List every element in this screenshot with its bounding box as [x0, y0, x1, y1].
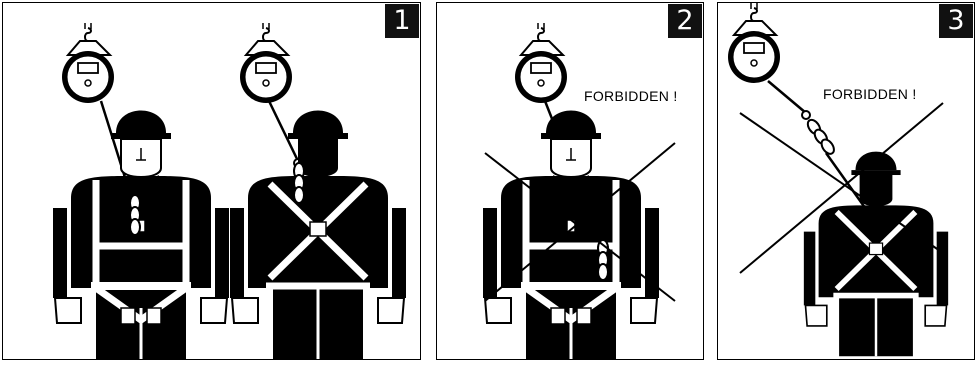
self-retracting-lifeline-icon: [62, 23, 114, 103]
panel-number: 3: [939, 4, 973, 38]
forbidden-warning: FORBIDDEN !: [823, 86, 917, 102]
panel-1-illustration: [3, 3, 421, 360]
panel-number: 2: [668, 4, 702, 38]
self-retracting-lifeline-icon: [515, 23, 567, 103]
panel-2: 2 FORBIDDEN !: [436, 2, 704, 360]
worker-harness-back-icon: [804, 152, 948, 357]
panel-2-illustration: [437, 3, 704, 360]
self-retracting-lifeline-icon: [240, 23, 292, 103]
panel-1: 1: [2, 2, 421, 360]
worker-harness-front-icon: [53, 111, 229, 361]
forbidden-warning: FORBIDDEN !: [584, 88, 678, 104]
panel-3-illustration: [718, 3, 975, 360]
self-retracting-lifeline-icon: [728, 3, 780, 83]
worker-harness-back-icon: [230, 111, 406, 361]
panel-number: 1: [385, 4, 419, 38]
worker-harness-front-icon: [483, 111, 659, 361]
panel-3: 3 FORBIDDEN !: [717, 2, 975, 360]
